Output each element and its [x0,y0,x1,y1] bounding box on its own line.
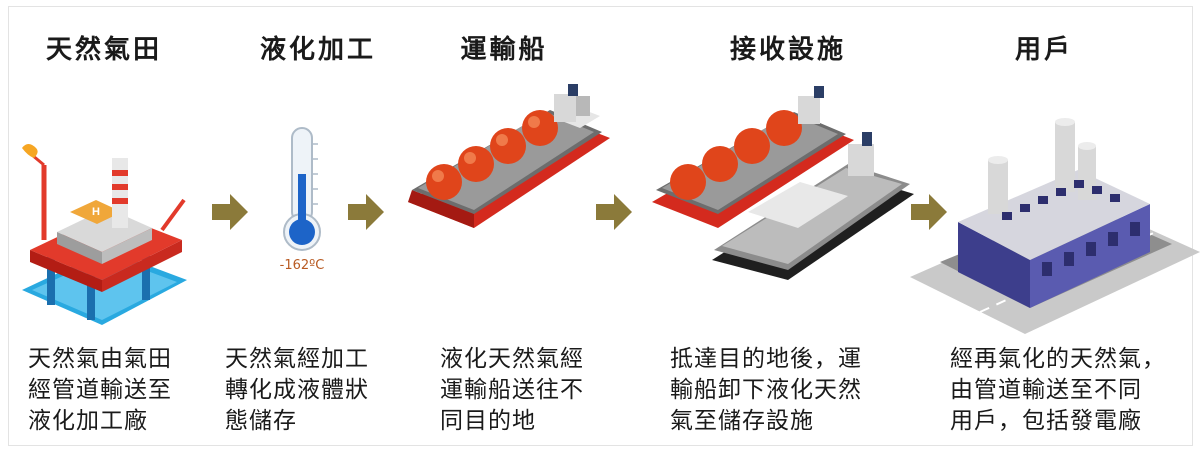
step-title-gas-field: 天然氣田 [45,35,162,65]
description-line: 天然氣由氣田 [28,346,172,372]
arrow-right-icon [212,194,248,230]
step-description-ship: 液化天然氣經 運輸船送往不 同目的地 [440,344,630,437]
description-line: 同目的地 [440,408,536,434]
step-title-receiving: 接收設施 [729,35,846,65]
description-line: 運輸船送往不 [440,377,584,403]
description-line: 經再氣化的天然氣， [950,346,1166,372]
description-line: 液化天然氣經 [440,346,584,372]
description-line: 氣至儲存設施 [670,408,814,434]
step-title-ship: 運輸船 [460,35,548,65]
description-line: 經管道輸送至 [28,377,172,403]
description-line: 液化加工廠 [28,408,148,434]
svg-text:H: H [92,206,100,218]
description-line: 抵達目的地後，運 [670,346,862,372]
thermometer-icon [283,127,321,251]
lng-ship-icon [408,84,610,228]
step-description-receiving: 抵達目的地後，運 輸船卸下液化天然 氣至儲存設施 [670,344,900,437]
receiving-terminal-icon [652,86,914,280]
temperature-label: -162ºC [279,258,325,273]
description-line: 態儲存 [225,408,297,434]
description-line: 天然氣經加工 [225,346,369,372]
step-title-liquefaction: 液化加工 [259,35,376,65]
diagram-frame [8,6,1193,446]
offshore-platform-icon: H [22,144,187,325]
description-line: 由管道輸送至不同 [950,377,1142,403]
arrow-right-icon [911,194,947,230]
arrow-right-icon [596,194,632,230]
description-line: 用戶，包括發電廠 [950,408,1142,434]
step-title-users: 用戶 [1014,35,1073,65]
description-line: 輸船卸下液化天然 [670,377,862,403]
arrow-right-icon [348,194,384,230]
description-line: 轉化成液體狀 [225,377,369,403]
step-description-liquefaction: 天然氣經加工 轉化成液體狀 態儲存 [225,344,415,437]
step-description-users: 經再氣化的天然氣， 由管道輸送至不同 用戶，包括發電廠 [950,344,1190,437]
step-description-gas-field: 天然氣由氣田 經管道輸送至 液化加工廠 [28,344,218,437]
power-plant-icon [910,118,1200,334]
